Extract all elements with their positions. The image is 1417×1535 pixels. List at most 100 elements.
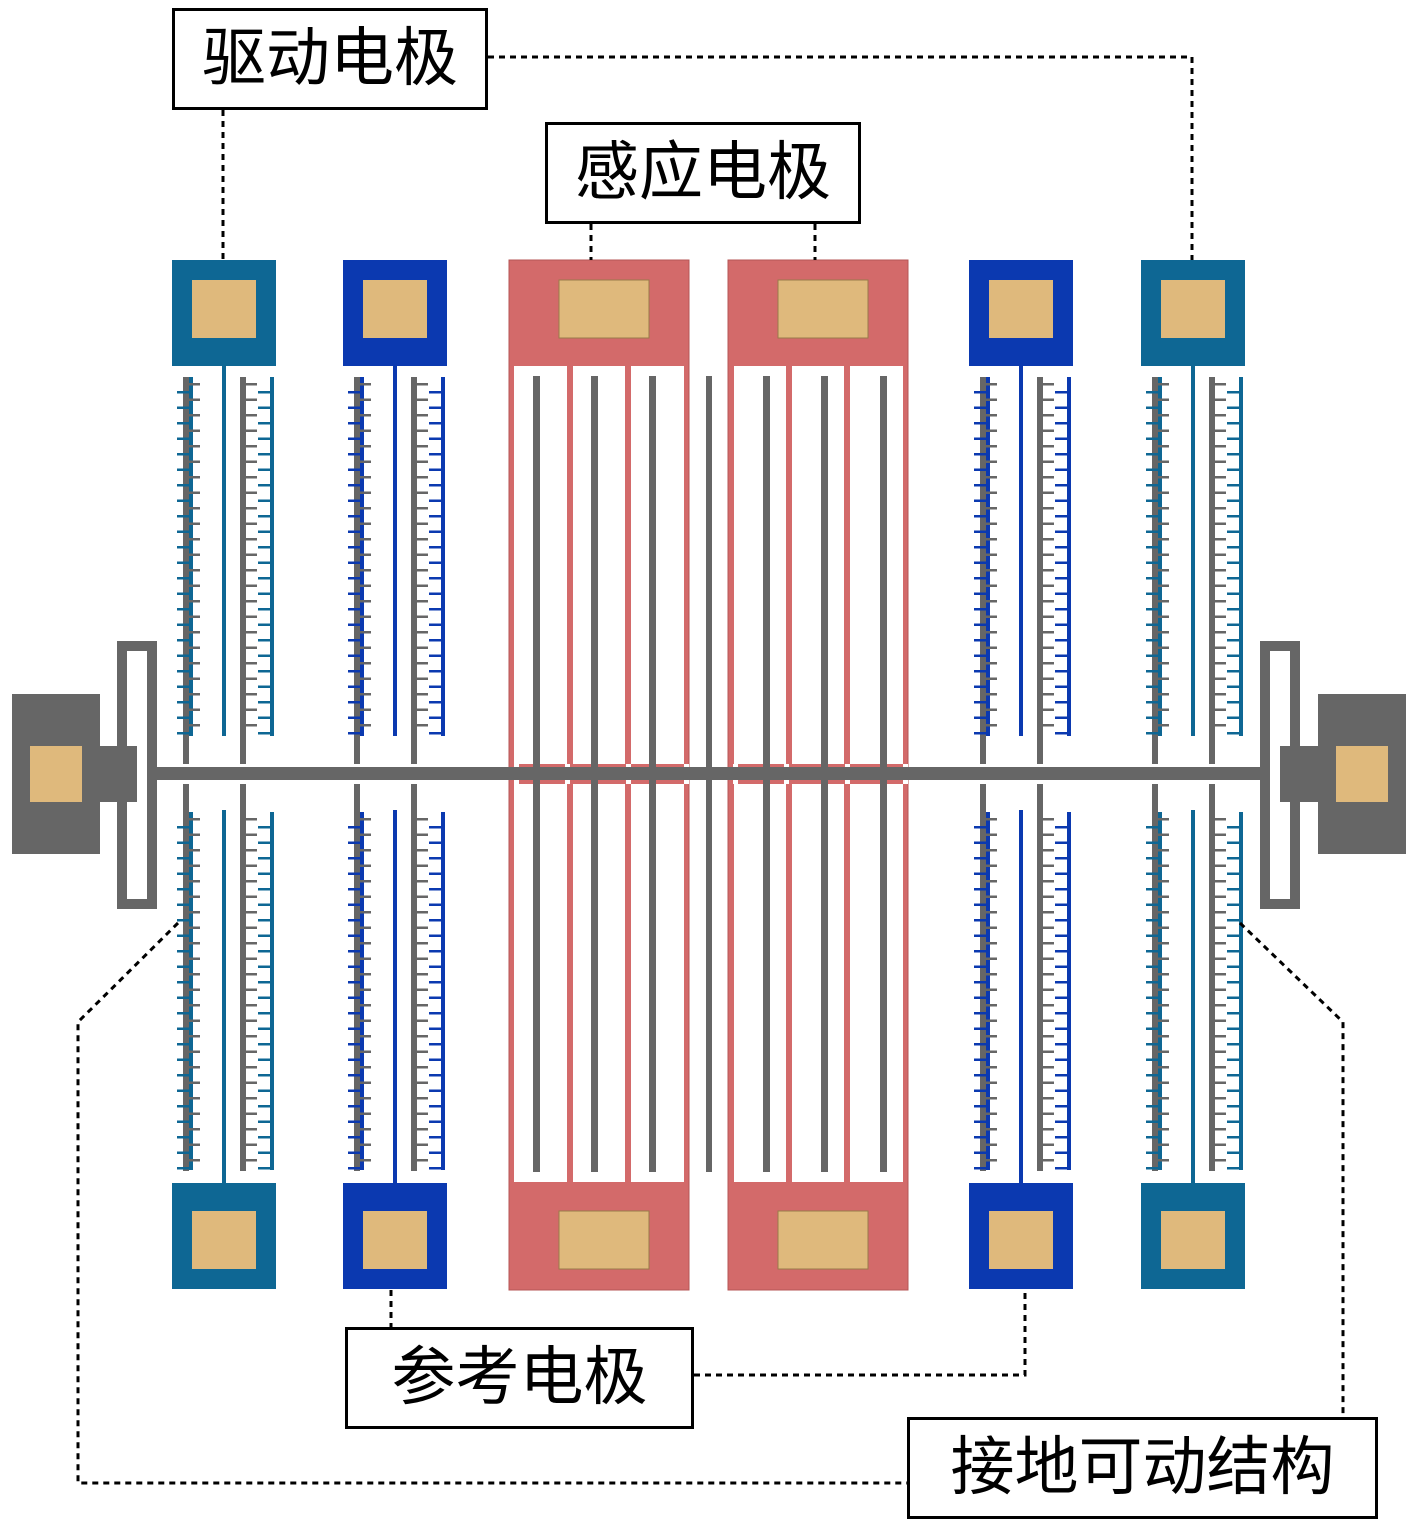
reference-finger — [1055, 732, 1069, 735]
drive-finger — [258, 422, 272, 425]
reference-finger — [974, 468, 988, 471]
drive-finger — [1146, 857, 1160, 860]
ground-finger — [1155, 988, 1169, 991]
reference-finger — [1055, 826, 1069, 829]
reference-finger — [974, 515, 988, 518]
drive-finger — [258, 732, 272, 735]
ground-finger — [1212, 1081, 1226, 1084]
ground-finger — [983, 476, 997, 479]
ground-finger — [1212, 1004, 1226, 1007]
ground-finger — [1155, 693, 1169, 696]
drive-stem-upper — [222, 366, 226, 736]
left-anchor-link — [100, 746, 120, 802]
ground-finger — [1040, 1159, 1054, 1162]
drive-finger — [177, 1120, 191, 1123]
ground-finger — [186, 383, 200, 386]
ground-finger — [1212, 724, 1226, 727]
reference-leader-right — [694, 1290, 1027, 1377]
ground-finger — [414, 1004, 428, 1007]
ground-finger — [357, 677, 371, 680]
drive-finger — [1227, 1074, 1241, 1077]
ground-finger — [414, 460, 428, 463]
ground-finger — [1212, 507, 1226, 510]
drive-finger — [177, 1151, 191, 1154]
drive-finger — [1146, 437, 1160, 440]
drive-finger — [258, 670, 272, 673]
ground-finger — [186, 942, 200, 945]
ground-finger — [983, 693, 997, 696]
reference-finger — [429, 1167, 443, 1170]
ground-finger — [1155, 522, 1169, 525]
ground-finger — [186, 584, 200, 587]
ground-finger — [414, 864, 428, 867]
ground-finger — [357, 1050, 371, 1053]
ground-finger — [1212, 569, 1226, 572]
reference-finger — [1055, 1058, 1069, 1061]
ground-finger — [186, 973, 200, 976]
ground-finger — [1212, 538, 1226, 541]
reference-finger — [1055, 919, 1069, 922]
ground-finger — [1040, 1112, 1054, 1115]
ground-finger — [983, 911, 997, 914]
drive-comb-spine — [1239, 812, 1243, 1170]
reference-finger — [974, 685, 988, 688]
reference-finger — [974, 623, 988, 626]
sense-slot — [792, 366, 844, 764]
ground-finger — [357, 724, 371, 727]
ground-finger — [357, 398, 371, 401]
ground-finger — [357, 507, 371, 510]
reference-finger — [429, 1105, 443, 1108]
ground-finger — [983, 429, 997, 432]
drive-finger — [177, 965, 191, 968]
ground-comb-spine — [411, 784, 417, 1171]
drive-finger — [177, 639, 191, 642]
ground-finger — [243, 880, 257, 883]
drive-finger — [1227, 903, 1241, 906]
ground-finger — [983, 1159, 997, 1162]
drive-finger — [1146, 950, 1160, 953]
reference-finger — [348, 857, 362, 860]
ground-finger — [243, 1019, 257, 1022]
drive-finger — [1227, 499, 1241, 502]
drive-finger — [1146, 422, 1160, 425]
drive-finger — [258, 841, 272, 844]
reference-finger — [429, 1089, 443, 1092]
ground-finger — [1212, 880, 1226, 883]
reference-finger — [1055, 499, 1069, 502]
reference-finger — [1055, 888, 1069, 891]
drive-finger — [1146, 1043, 1160, 1046]
ground-finger — [1040, 1143, 1054, 1146]
ground-finger — [1155, 895, 1169, 898]
drive-finger — [177, 903, 191, 906]
reference-finger — [1055, 515, 1069, 518]
ground-finger — [1040, 973, 1054, 976]
ground-finger — [186, 677, 200, 680]
ground-finger — [1040, 1050, 1054, 1053]
ground-finger — [357, 1112, 371, 1115]
drive-finger — [258, 453, 272, 456]
ground-finger — [357, 569, 371, 572]
drive-finger — [1146, 1058, 1160, 1061]
reference-finger — [974, 826, 988, 829]
ground-finger — [1212, 1112, 1226, 1115]
drive-finger — [1227, 841, 1241, 844]
reference-finger — [348, 934, 362, 937]
reference-finger — [1055, 685, 1069, 688]
ground-finger — [1040, 1066, 1054, 1069]
ground-finger — [1155, 491, 1169, 494]
drive-finger — [177, 888, 191, 891]
drive-finger — [1227, 732, 1241, 735]
drive-finger — [1227, 406, 1241, 409]
sense-pad-bottom — [777, 1210, 869, 1270]
reference-finger — [1055, 701, 1069, 704]
ground-finger — [1212, 662, 1226, 665]
left-ground-pad — [30, 746, 82, 802]
ground-finger — [186, 1143, 200, 1146]
drive-comb-spine — [1158, 377, 1162, 736]
drive-finger — [258, 950, 272, 953]
reference-finger — [429, 1074, 443, 1077]
drive-finger — [177, 996, 191, 999]
ground-finger — [243, 522, 257, 525]
ground-finger — [1155, 445, 1169, 448]
left-spring-joint — [117, 746, 137, 802]
